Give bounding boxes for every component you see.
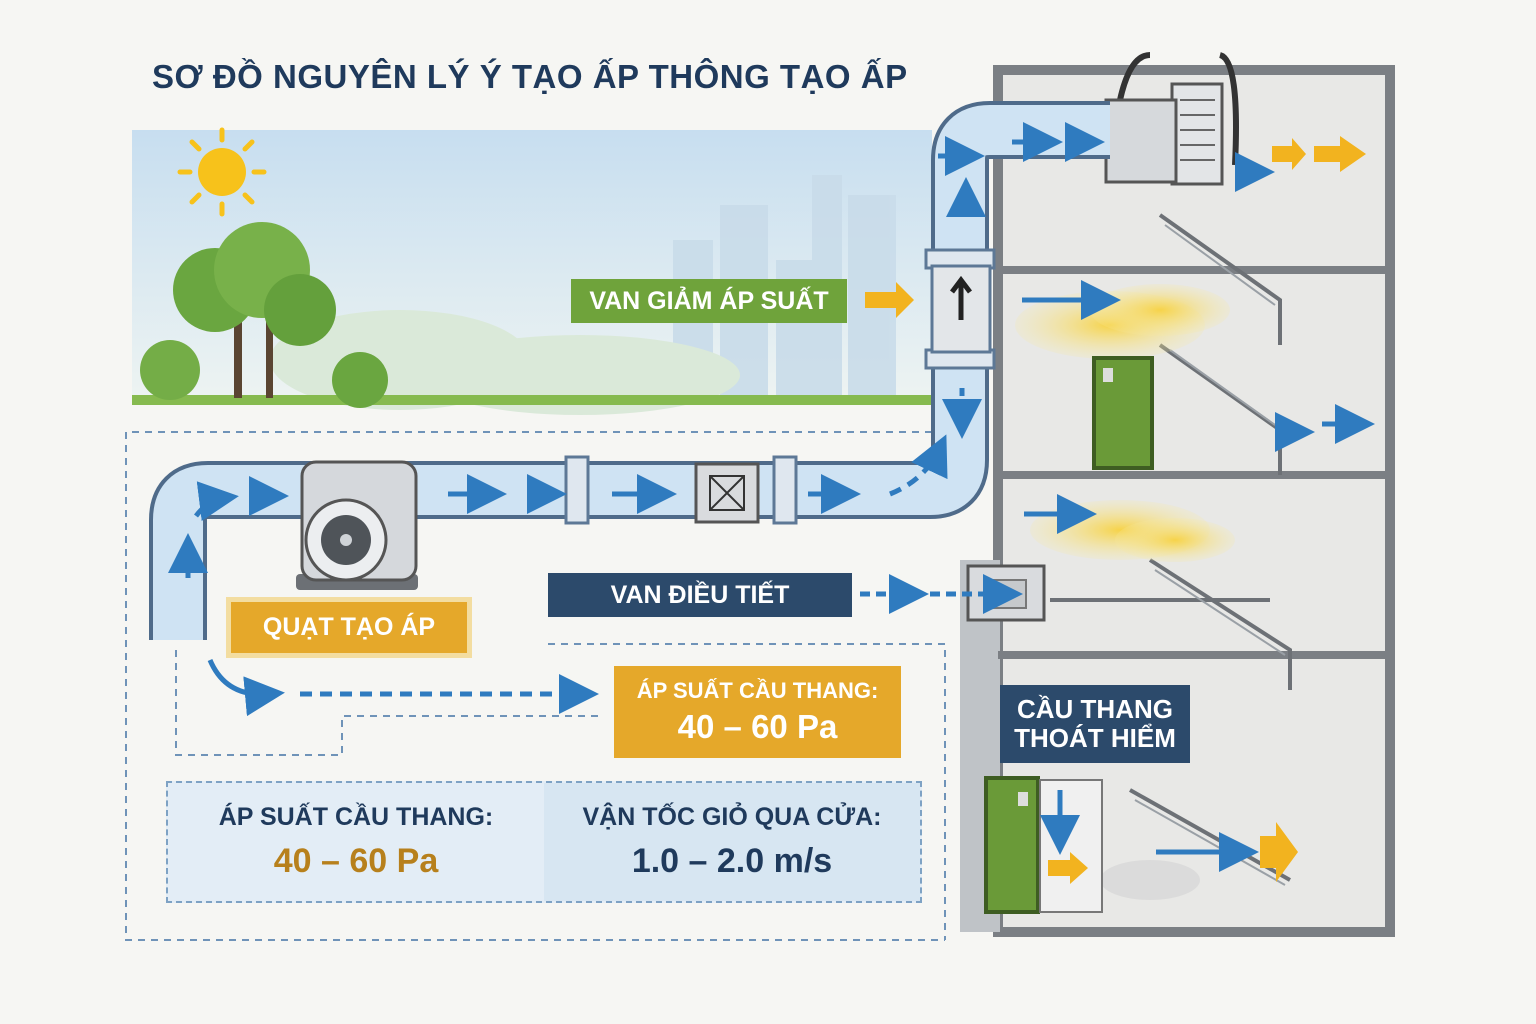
pressure-info-title: ÁP SUẤT CẦU THANG: — [218, 803, 494, 831]
info-panel: ÁP SUẤT CẦU THANG: 40 – 60 Pa VẬN TỐC GI… — [166, 781, 922, 903]
rooftop-unit-icon — [1104, 52, 1239, 186]
escape-stair-line2: THOÁT HIỂM — [1014, 723, 1176, 753]
velocity-info: VẬN TỐC GIỎ QUA CỬA: 1.0 – 2.0 m/s — [544, 783, 920, 901]
flow-outline — [125, 431, 946, 941]
duct-flanges — [564, 248, 996, 525]
door-icon — [984, 356, 1154, 914]
stair-pressure-title: ÁP SUẤT CẦU THANG: — [636, 678, 879, 703]
velocity-info-title: VẬN TỐC GIỎ QUA CỬA: — [582, 803, 882, 831]
tree-icon — [140, 222, 388, 408]
pressure-info-value: 40 – 60 Pa — [273, 842, 439, 880]
page-title: SƠ ĐỒ NGUYÊN LÝ Ý TẠO ẤP THÔNG TẠO ẤP — [152, 58, 908, 95]
escape-stair-line1: CẦU THANG — [1017, 693, 1173, 724]
relief-valve-icon — [930, 264, 992, 354]
velocity-info-value: 1.0 – 2.0 m/s — [631, 842, 833, 880]
stair-pressure-callout: ÁP SUẤT CẦU THANG: 40 – 60 Pa — [614, 666, 901, 758]
stair-pressure-value: 40 – 60 Pa — [677, 708, 838, 745]
pressurization-fan-label: QUẠT TẠO ÁP — [226, 597, 472, 658]
fan-icon — [296, 460, 418, 590]
pressure-arrows — [865, 136, 1366, 884]
escape-stair-label: CẦU THANG THOÁT HIỂM — [1000, 685, 1190, 763]
pressure-relief-valve-label: VAN GIẢM ÁP SUẤT — [571, 279, 847, 323]
smoke-icon — [1015, 284, 1235, 900]
sun-icon — [177, 127, 267, 217]
pressurization-fan-text: QUẠT TẠO ÁP — [231, 602, 467, 653]
airflow-arrows — [168, 122, 1375, 872]
damper-icon — [694, 462, 760, 524]
pressure-info: ÁP SUẤT CẦU THANG: 40 – 60 Pa — [168, 783, 544, 901]
control-damper-label: VAN ĐIỀU TIẾT — [548, 573, 852, 617]
